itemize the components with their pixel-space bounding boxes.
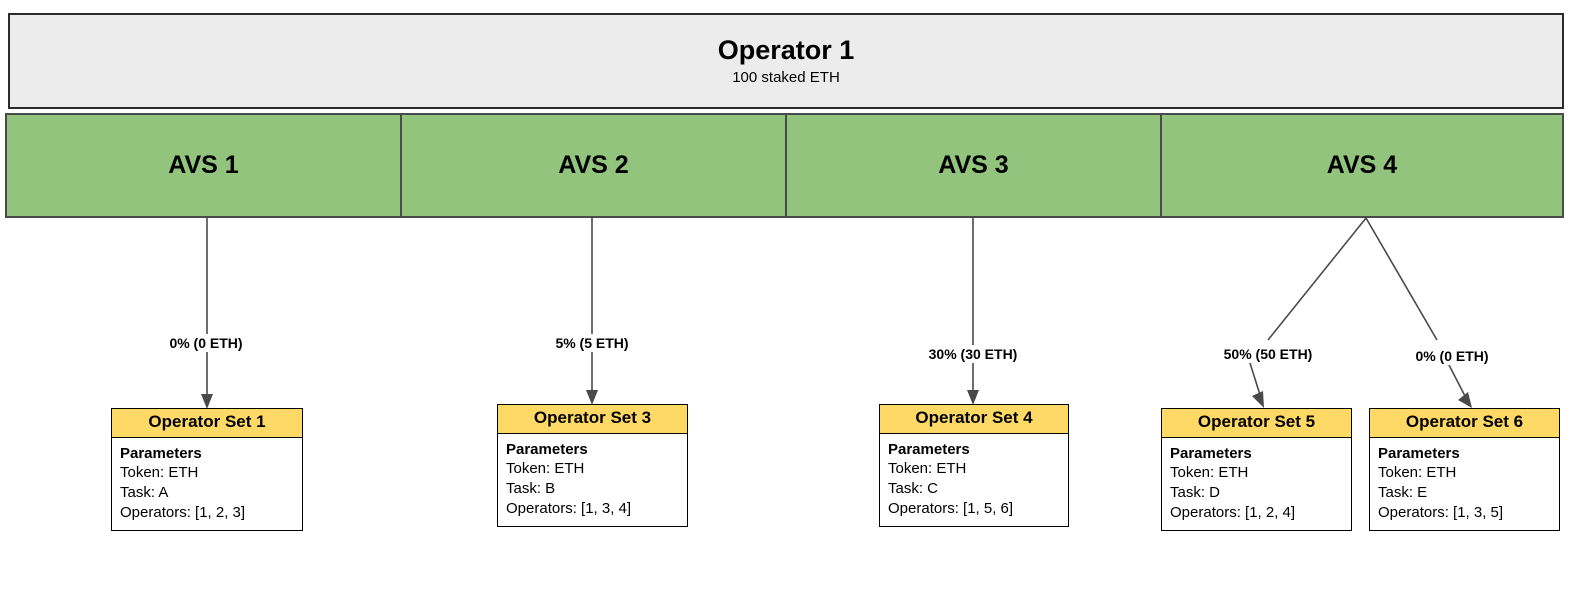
- token-row-6: Token: ETH: [1378, 464, 1457, 482]
- avs-band: AVS 1 AVS 2 AVS 3 AVS 4: [5, 113, 1564, 218]
- operator-set-body-6: Parameters Token: ETH Task: E Operators:…: [1370, 438, 1559, 530]
- token-row-3: Token: ETH: [506, 460, 585, 478]
- task-row-1: Task: A: [120, 484, 169, 502]
- operator-set-body-3: Parameters Token: ETH Task: B Operators:…: [498, 434, 687, 526]
- operator-set-card-5[interactable]: Operator Set 5 Parameters Token: ETH Tas…: [1161, 408, 1352, 531]
- avs-cell-4[interactable]: AVS 4: [1162, 115, 1562, 216]
- avs-cell-2[interactable]: AVS 2: [402, 115, 787, 216]
- token-row-1: Token: ETH: [120, 464, 199, 482]
- operators-row-3: Operators: [1, 3, 4]: [506, 500, 632, 518]
- task-row-5: Task: D: [1170, 484, 1221, 502]
- avs-cell-1[interactable]: AVS 1: [7, 115, 402, 216]
- parameters-heading-4: Parameters: [888, 440, 970, 458]
- edge-label-avs4-opset5: 50% (50 ETH): [1219, 345, 1317, 363]
- avs-label-3: AVS 3: [938, 151, 1009, 179]
- parameters-heading-1: Parameters: [120, 444, 202, 462]
- operators-row-5: Operators: [1, 2, 4]: [1170, 504, 1296, 522]
- task-row-3: Task: B: [506, 480, 556, 498]
- operator-set-title-5: Operator Set 5: [1162, 409, 1351, 438]
- edge-label-avs3-opset4: 30% (30 ETH): [924, 345, 1022, 363]
- operator-set-card-1[interactable]: Operator Set 1 Parameters Token: ETH Tas…: [111, 408, 303, 531]
- edge-label-avs1-opset1: 0% (0 ETH): [165, 334, 247, 352]
- edge-label-avs2-opset3: 5% (5 ETH): [551, 334, 633, 352]
- operators-row-1: Operators: [1, 2, 3]: [120, 504, 246, 522]
- parameters-heading-6: Parameters: [1378, 444, 1460, 462]
- parameters-heading-5: Parameters: [1170, 444, 1252, 462]
- operator-set-title-3: Operator Set 3: [498, 405, 687, 434]
- token-row-4: Token: ETH: [888, 460, 967, 478]
- edge-avs3-opset4: [967, 218, 979, 405]
- operators-row-6: Operators: [1, 3, 5]: [1378, 504, 1504, 522]
- operator-set-body-1: Parameters Token: ETH Task: A Operators:…: [112, 438, 302, 530]
- operator-set-title-4: Operator Set 4: [880, 405, 1068, 434]
- edge-label-avs4-opset6: 0% (0 ETH): [1411, 347, 1493, 365]
- avs-label-1: AVS 1: [168, 151, 239, 179]
- edge-avs4-opset6: [1365, 217, 1472, 408]
- operator-set-card-6[interactable]: Operator Set 6 Parameters Token: ETH Tas…: [1369, 408, 1560, 531]
- operator-set-body-4: Parameters Token: ETH Task: C Operators:…: [880, 434, 1068, 526]
- edge-avs4-opset5: [1249, 217, 1367, 408]
- task-row-6: Task: E: [1378, 484, 1428, 502]
- edge-avs1-opset1: [201, 218, 213, 409]
- task-row-4: Task: C: [888, 480, 939, 498]
- edge-avs2-opset3: [586, 218, 598, 405]
- parameters-heading-3: Parameters: [506, 440, 588, 458]
- operator-set-body-5: Parameters Token: ETH Task: D Operators:…: [1162, 438, 1351, 530]
- token-row-5: Token: ETH: [1170, 464, 1249, 482]
- operator-title: Operator 1: [717, 35, 855, 66]
- avs-label-2: AVS 2: [558, 151, 629, 179]
- operator-stake: 100 staked ETH: [732, 68, 840, 86]
- avs-label-4: AVS 4: [1326, 151, 1398, 179]
- operator-set-title-6: Operator Set 6: [1370, 409, 1559, 438]
- avs-cell-3[interactable]: AVS 3: [787, 115, 1162, 216]
- operator-set-card-3[interactable]: Operator Set 3 Parameters Token: ETH Tas…: [497, 404, 688, 527]
- operator-set-card-4[interactable]: Operator Set 4 Parameters Token: ETH Tas…: [879, 404, 1069, 527]
- operator-band: Operator 1 100 staked ETH: [8, 13, 1564, 109]
- operator-set-title-1: Operator Set 1: [112, 409, 302, 438]
- operators-row-4: Operators: [1, 5, 6]: [888, 500, 1014, 518]
